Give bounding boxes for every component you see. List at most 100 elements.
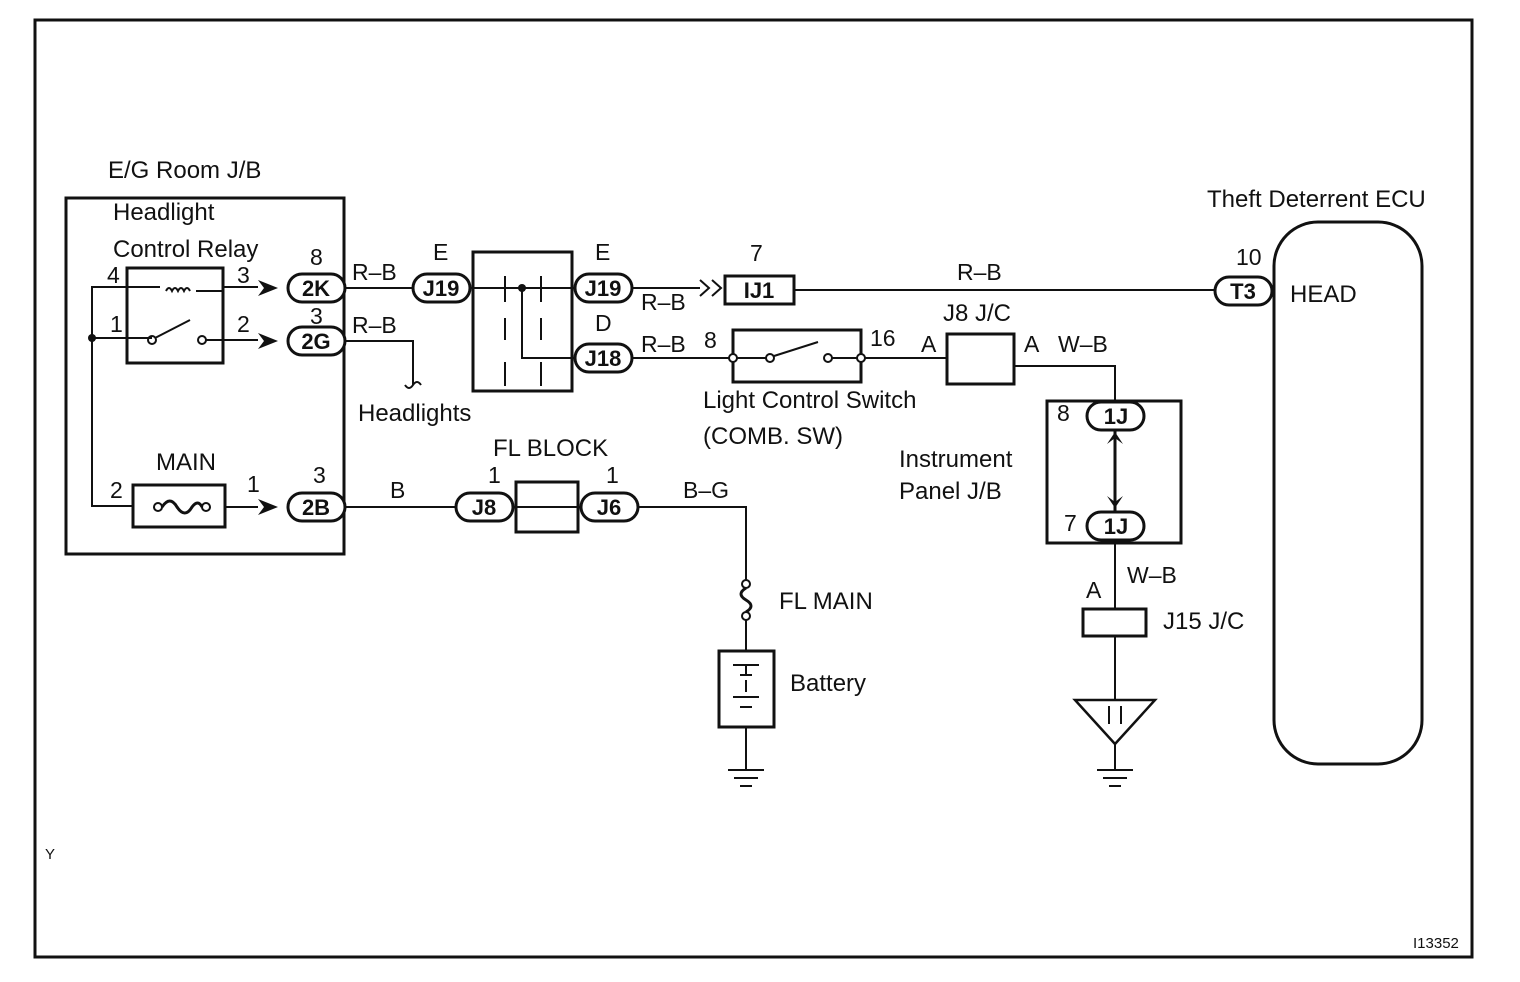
connector-j8-pin: 1 <box>488 462 501 488</box>
connector-ij1 <box>723 274 796 306</box>
relay-wiring <box>91 286 258 507</box>
switch-internals <box>737 341 857 359</box>
j8-jc-pin-left: A <box>921 331 937 357</box>
j8-junction-connector <box>945 332 1016 386</box>
figure-code: I13352 <box>1413 935 1459 952</box>
wire-label-wb-j15: W–B <box>1127 562 1177 588</box>
fl-main-terminal-top <box>741 579 751 589</box>
wire-label-bg: B–G <box>683 477 729 503</box>
relay-pin-4: 4 <box>107 262 120 288</box>
connector-ij1-pin: 7 <box>750 240 763 266</box>
battery-cells <box>733 664 759 708</box>
corner-mark: Y <box>45 846 55 863</box>
wire-label-rb-top: R–B <box>352 259 397 285</box>
wire-label-rb-after-j19: R–B <box>641 289 686 315</box>
connector-j18-label: J18 <box>585 346 622 371</box>
wire-j8-jc-to-instrument-jb <box>1014 365 1116 405</box>
connector-t3-pin: 10 <box>1236 244 1262 270</box>
connector-1j-bottom-label: 1J <box>1104 514 1128 539</box>
relay-pin-2: 2 <box>237 311 250 337</box>
connector-1j-bottom-pin: 7 <box>1064 510 1077 536</box>
wire-label-rb-to-ecu: R–B <box>957 259 1002 285</box>
switch-contact-right <box>823 353 833 363</box>
ecu-title: Theft Deterrent ECU <box>1207 186 1426 213</box>
theft-deterrent-ecu <box>1272 220 1424 766</box>
connector-j6-pin: 1 <box>606 462 619 488</box>
j8-jc-label: J8 J/C <box>943 300 1011 327</box>
connector-2g-label: 2G <box>301 329 330 354</box>
relay-pin-3: 3 <box>237 262 250 288</box>
j15-jc-label: J15 J/C <box>1163 608 1244 635</box>
ground-icon <box>1097 769 1133 787</box>
connector-t3 <box>1213 275 1274 307</box>
relay-label-line1: Headlight <box>113 199 215 226</box>
wire-label-rb-after-j18: R–B <box>641 331 686 357</box>
j8-jc-pin-right: A <box>1024 331 1040 357</box>
connector-j19-right-pin: E <box>595 239 610 265</box>
relay-pin-1: 1 <box>110 311 123 337</box>
junction-dot <box>88 334 96 342</box>
headlight-control-relay <box>125 266 225 365</box>
connector-j19-right-label: J19 <box>585 276 622 301</box>
link-arrow-up <box>1107 432 1123 444</box>
main-fusible-link <box>131 483 227 529</box>
connector-arrow-2g <box>258 333 278 349</box>
connector-j8-label: J8 <box>472 495 496 520</box>
wire-label-b: B <box>390 477 405 503</box>
link-arrow-down <box>1107 496 1123 508</box>
diagram-frame <box>33 18 1474 959</box>
connector-2b-label: 2B <box>302 495 330 520</box>
fl-main-terminal-bottom <box>741 611 751 621</box>
switch-terminal-left <box>728 353 738 363</box>
connector-2k-label: 2K <box>302 276 330 301</box>
fuse-terminal-right <box>201 502 211 512</box>
connector-j19-left-label: J19 <box>423 276 460 301</box>
instrument-panel-jb-sublabel: Panel J/B <box>899 478 1002 505</box>
battery-ground-icon <box>728 769 764 787</box>
main-fuse-label: MAIN <box>156 449 216 476</box>
connector-t3-label: T3 <box>1230 279 1256 304</box>
wire-j6-to-fl-main <box>638 506 747 580</box>
fuse-terminal-left <box>153 502 163 512</box>
light-control-switch-label: Light Control Switch <box>703 387 916 414</box>
wire-label-rb-second: R–B <box>352 312 397 338</box>
relay-switch-arm <box>154 319 191 339</box>
main-pin-1: 1 <box>247 471 260 497</box>
connector-j18-pin: D <box>595 310 612 336</box>
switch-pin-left: 8 <box>704 327 717 353</box>
relay-label-line2: Control Relay <box>113 236 258 263</box>
switch-contact-left <box>765 353 775 363</box>
connector-j6-label: J6 <box>597 495 621 520</box>
fl-main-label: FL MAIN <box>779 588 873 615</box>
connector-1j-top-label: 1J <box>1104 404 1128 429</box>
connector-j19-left-pin: E <box>433 239 448 265</box>
connector-1j-top-pin: 8 <box>1057 400 1070 426</box>
junction-block-dot <box>518 284 526 292</box>
switch-terminal-right <box>856 353 866 363</box>
body-ground-symbol <box>1072 698 1158 746</box>
connector-2k-pin: 8 <box>310 244 323 270</box>
fl-block-label: FL BLOCK <box>493 435 608 462</box>
j15-jc-pin: A <box>1086 577 1102 603</box>
relay-coil-symbol <box>165 287 191 294</box>
eg-room-jb-title: E/G Room J/B <box>108 157 261 184</box>
connector-ij1-label: IJ1 <box>744 278 775 303</box>
body-ground-internals <box>1108 706 1122 770</box>
j15-junction-connector <box>1081 607 1148 638</box>
light-control-switch <box>731 328 863 384</box>
switch-pin-right: 16 <box>870 325 896 351</box>
connector-2b-pin: 3 <box>313 462 326 488</box>
main-pin-2: 2 <box>110 477 123 503</box>
connector-2g-pin: 3 <box>310 303 323 329</box>
battery-label: Battery <box>790 670 866 697</box>
connector-arrow-2k <box>258 280 278 296</box>
fl-main-fusible-link <box>739 586 753 614</box>
headlights-label: Headlights <box>358 400 471 427</box>
light-control-switch-sublabel: (COMB. SW) <box>703 423 843 450</box>
ecu-signal-head: HEAD <box>1290 281 1357 308</box>
wire-2g-to-headlights <box>345 340 422 389</box>
connector-arrow-2b <box>258 499 278 515</box>
wire-label-wb-j8: W–B <box>1058 331 1108 357</box>
instrument-panel-jb-label: Instrument <box>899 446 1013 473</box>
